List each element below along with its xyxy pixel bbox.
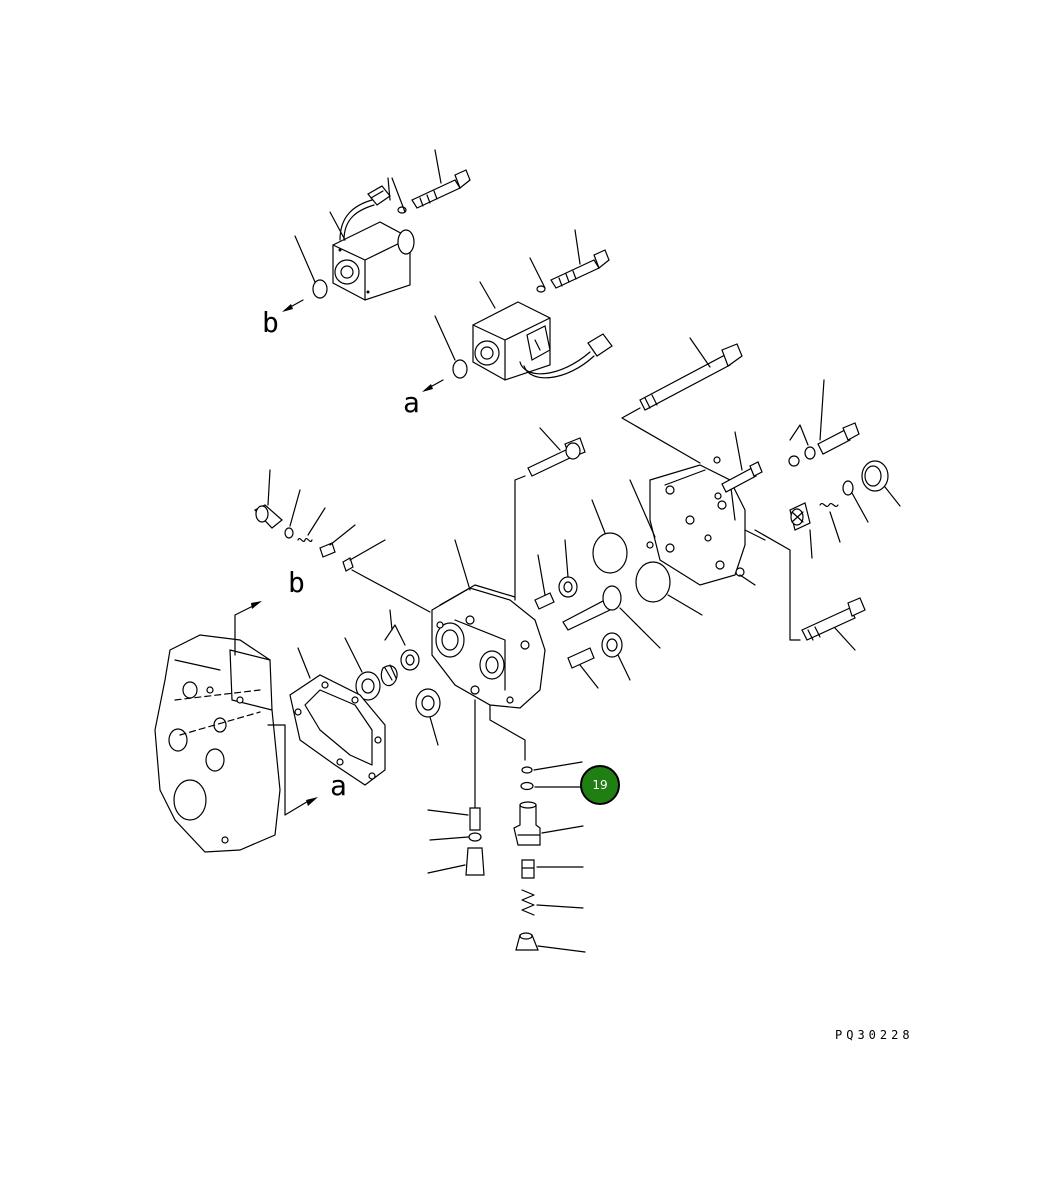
view-label-b-upper: b: [262, 306, 279, 339]
view-label-b-lower: b: [288, 566, 305, 599]
gasket: [289, 647, 386, 786]
view-label-a-lower: a: [330, 769, 347, 802]
view-label-a-upper: a: [403, 386, 420, 419]
drawing-code: PQ30228: [835, 1028, 914, 1042]
solenoid-a: [422, 229, 613, 392]
part-callout-19[interactable]: 19: [580, 765, 620, 805]
housing-bolts: [527, 427, 703, 681]
left-fittings: [254, 469, 431, 613]
right-cover: [629, 379, 901, 651]
left-housing-parts: [344, 609, 441, 746]
long-bolt-top: [621, 337, 743, 464]
solenoid-b: [282, 149, 471, 312]
transmission-case: [154, 601, 318, 853]
valve-stack: [427, 761, 586, 953]
main-housing: [431, 475, 599, 821]
callout-number: 19: [592, 778, 608, 792]
